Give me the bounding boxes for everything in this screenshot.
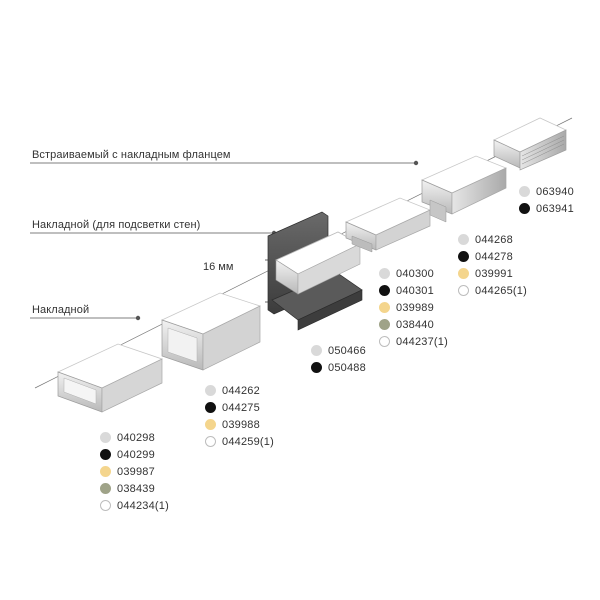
profile-2-image	[160, 292, 262, 371]
article-code: 063941	[536, 202, 574, 215]
swatch-list-profile-4: 040300 040301 039989 038440 044237(1)	[379, 265, 448, 350]
article-code: 050488	[328, 361, 366, 374]
color-option: 040299	[100, 446, 169, 463]
color-swatch-icon	[100, 500, 111, 511]
color-option: 044275	[205, 399, 274, 416]
category-label-built-in-flange: Встраиваемый с накладным фланцем	[32, 149, 231, 161]
color-swatch-icon	[458, 234, 469, 245]
color-swatch-icon	[205, 436, 216, 447]
color-swatch-icon	[458, 268, 469, 279]
color-swatch-icon	[379, 302, 390, 313]
color-option: 039989	[379, 299, 448, 316]
color-swatch-icon	[100, 432, 111, 443]
article-code: 044265(1)	[475, 284, 527, 297]
profile-6-image	[493, 117, 567, 171]
color-swatch-icon	[205, 385, 216, 396]
color-option: 050488	[311, 359, 366, 376]
color-option: 063941	[519, 200, 574, 217]
profile-3-image	[267, 211, 363, 331]
color-option: 038440	[379, 316, 448, 333]
color-swatch-icon	[519, 186, 530, 197]
category-label-surface-wall: Накладной (для подсветки стен)	[32, 219, 201, 231]
color-option: 039988	[205, 416, 274, 433]
color-swatch-icon	[379, 336, 390, 347]
article-code: 039988	[222, 418, 260, 431]
article-code: 044278	[475, 250, 513, 263]
article-code: 039991	[475, 267, 513, 280]
color-swatch-icon	[379, 268, 390, 279]
dimension-label: 16 мм	[203, 261, 234, 273]
swatch-list-profile-3: 050466 050488	[311, 342, 366, 376]
color-swatch-icon	[519, 203, 530, 214]
color-option: 044234(1)	[100, 497, 169, 514]
color-swatch-icon	[458, 285, 469, 296]
article-code: 040298	[117, 431, 155, 444]
article-code: 044237(1)	[396, 335, 448, 348]
color-option: 039991	[458, 265, 527, 282]
color-option: 044237(1)	[379, 333, 448, 350]
color-option: 063940	[519, 183, 574, 200]
color-option: 050466	[311, 342, 366, 359]
color-swatch-icon	[458, 251, 469, 262]
swatch-list-profile-2: 044262 044275 039988 044259(1)	[205, 382, 274, 450]
article-code: 038439	[117, 482, 155, 495]
color-swatch-icon	[311, 345, 322, 356]
article-code: 044275	[222, 401, 260, 414]
color-swatch-icon	[379, 319, 390, 330]
article-code: 040301	[396, 284, 434, 297]
article-code: 044268	[475, 233, 513, 246]
color-option: 044259(1)	[205, 433, 274, 450]
profile-4-image	[345, 197, 432, 253]
color-swatch-icon	[100, 466, 111, 477]
article-code: 050466	[328, 344, 366, 357]
article-code: 040299	[117, 448, 155, 461]
article-code: 038440	[396, 318, 434, 331]
article-code: 039987	[117, 465, 155, 478]
article-code: 039989	[396, 301, 434, 314]
swatch-list-profile-5: 044268 044278 039991 044265(1)	[458, 231, 527, 299]
color-swatch-icon	[379, 285, 390, 296]
color-option: 044262	[205, 382, 274, 399]
color-swatch-icon	[205, 419, 216, 430]
article-code: 044234(1)	[117, 499, 169, 512]
color-option: 040300	[379, 265, 448, 282]
swatch-list-profile-1: 040298 040299 039987 038439 044234(1)	[100, 429, 169, 514]
color-option: 044265(1)	[458, 282, 527, 299]
article-code: 044262	[222, 384, 260, 397]
category-label-surface: Накладной	[32, 304, 90, 316]
profile-5-image	[421, 155, 508, 223]
color-option: 039987	[100, 463, 169, 480]
color-swatch-icon	[205, 402, 216, 413]
color-option: 040301	[379, 282, 448, 299]
article-code: 040300	[396, 267, 434, 280]
article-code: 044259(1)	[222, 435, 274, 448]
color-option: 044278	[458, 248, 527, 265]
color-swatch-icon	[100, 483, 111, 494]
article-code: 063940	[536, 185, 574, 198]
color-option: 038439	[100, 480, 169, 497]
color-swatch-icon	[311, 362, 322, 373]
color-swatch-icon	[100, 449, 111, 460]
color-option: 040298	[100, 429, 169, 446]
swatch-list-profile-6: 063940 063941	[519, 183, 574, 217]
profile-1-image	[56, 343, 164, 413]
color-option: 044268	[458, 231, 527, 248]
